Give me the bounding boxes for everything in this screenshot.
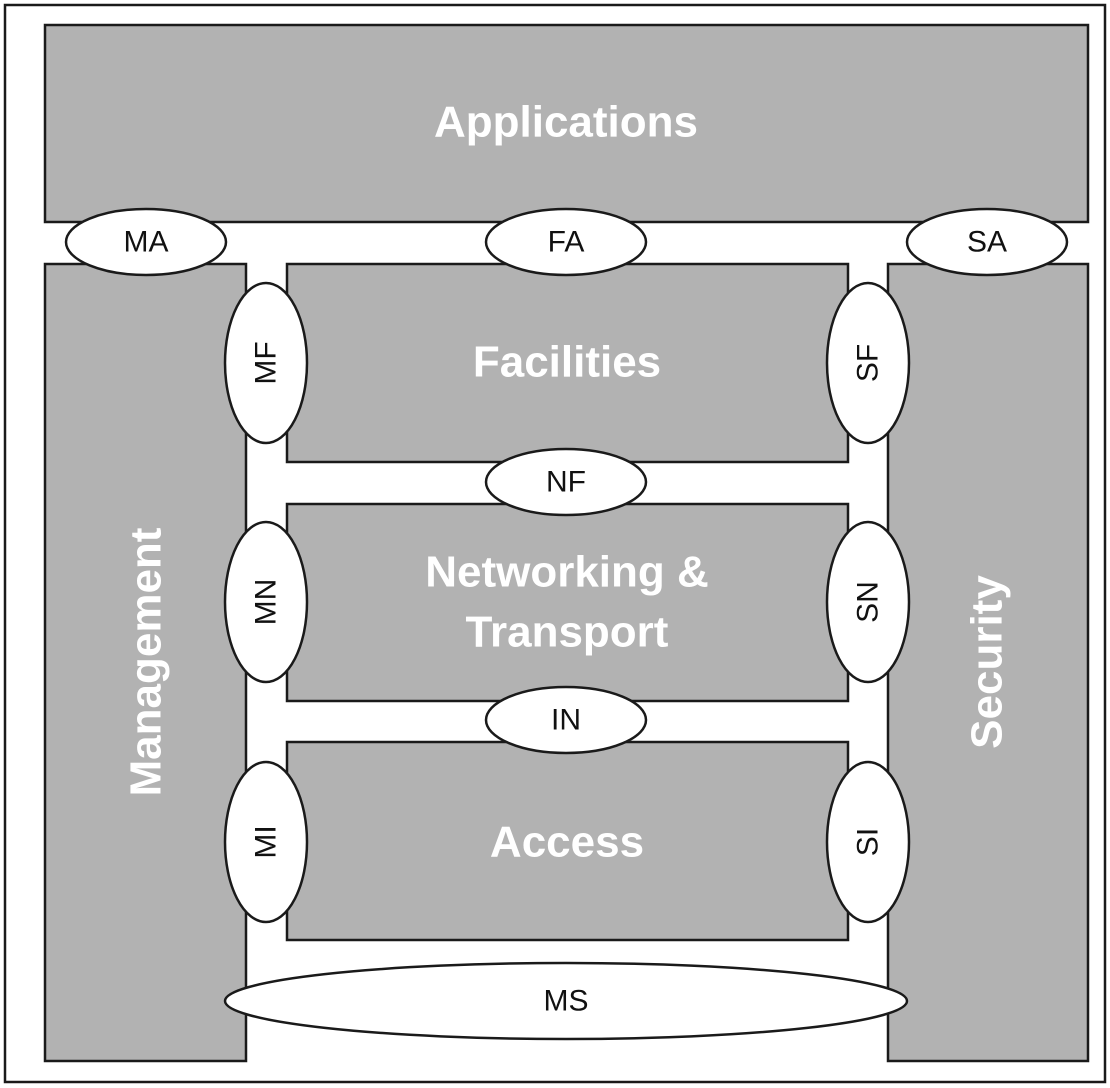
interface-si (825, 760, 911, 924)
interface-si-label: SI (852, 828, 885, 856)
facilities-label: Facilities (473, 338, 661, 387)
interface-ma-label: MA (124, 226, 169, 259)
interface-ma (64, 207, 228, 277)
interface-mn-label: MN (250, 579, 283, 626)
interface-sn-label: SN (852, 581, 885, 623)
interface-nf-label: NF (546, 466, 586, 499)
interface-mi-label: MI (250, 825, 283, 858)
interface-nf (484, 447, 648, 517)
interface-fa (484, 207, 648, 277)
interface-ms (223, 961, 909, 1041)
interface-in-label: IN (551, 704, 581, 737)
interface-sf (825, 281, 911, 445)
applications-block (43, 23, 1090, 224)
applications-label: Applications (434, 98, 698, 147)
interface-mf-label: MF (250, 341, 283, 384)
interface-in (484, 685, 648, 755)
interface-sa-label: SA (967, 226, 1007, 259)
interface-ms-label: MS (544, 985, 589, 1018)
interface-sf-label: SF (852, 344, 885, 382)
networking-label-line1: Networking & (425, 548, 709, 597)
facilities-block (285, 262, 850, 464)
access-label: Access (490, 818, 644, 867)
interface-sn (825, 520, 911, 684)
interface-fa-label: FA (548, 226, 585, 259)
security-block (886, 262, 1090, 1063)
security-label: Security (963, 575, 1012, 749)
interface-mi (223, 760, 309, 924)
management-label: Management (122, 527, 171, 796)
networking-transport-block (285, 502, 850, 703)
access-block (285, 740, 850, 942)
interface-sa (905, 207, 1069, 277)
interface-mf (223, 281, 309, 445)
networking-label-line2: Transport (466, 608, 669, 657)
interface-mn (223, 520, 309, 684)
